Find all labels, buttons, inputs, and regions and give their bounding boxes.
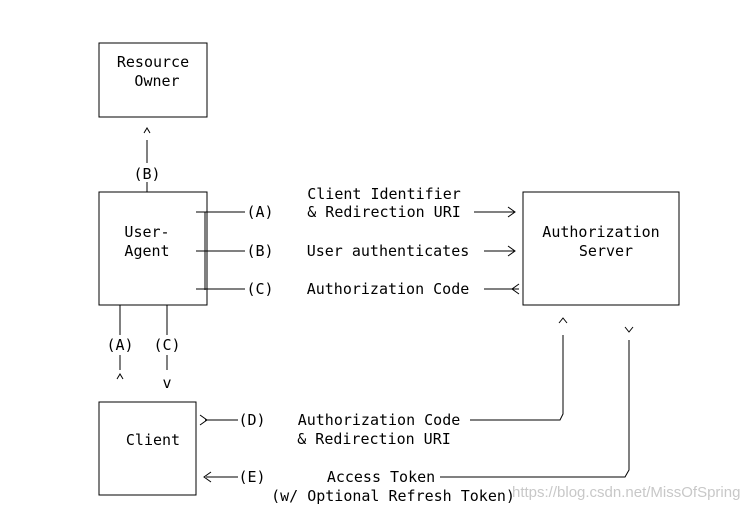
flow-e-text-line2: (w/ Optional Refresh Token) bbox=[271, 487, 515, 505]
flow-b-arrowhead bbox=[507, 245, 516, 257]
flow-a-text-line2: & Redirection URI bbox=[307, 203, 461, 221]
diagram-lines bbox=[98, 42, 680, 496]
flow-e-line-right bbox=[440, 340, 630, 478]
flow-a-label: (A) bbox=[246, 203, 273, 221]
flow-d-text-line2: & Redirection URI bbox=[297, 430, 451, 448]
flow-b-label: (B) bbox=[246, 242, 273, 260]
flow-d-line-right bbox=[470, 335, 564, 421]
resource-owner-label-line1: Resource bbox=[117, 53, 189, 71]
flow-c-text: Authorization Code bbox=[307, 280, 470, 298]
flow-b-text: User authenticates bbox=[307, 242, 470, 260]
resource-owner-label-line2: Owner bbox=[134, 72, 179, 90]
flow-a-text-line1: Client Identifier bbox=[307, 185, 461, 203]
flow-c-vertical-label: (C) bbox=[153, 336, 180, 354]
c-down-arrowhead: v bbox=[162, 374, 171, 392]
flow-e-text-line1: Access Token bbox=[327, 468, 435, 486]
flow-d-up-arrowhead bbox=[558, 317, 568, 324]
b-up-arrowhead bbox=[143, 127, 151, 134]
authorization-server-box bbox=[522, 191, 680, 306]
client-label: Client bbox=[126, 431, 180, 449]
flow-c-arrowhead bbox=[511, 283, 520, 295]
user-agent-box bbox=[98, 191, 208, 306]
user-agent-label-line2: Agent bbox=[124, 242, 169, 260]
flow-e-label: (E) bbox=[238, 468, 265, 486]
flow-b-vertical-label: (B) bbox=[133, 165, 160, 183]
flow-c-label: (C) bbox=[246, 280, 273, 298]
a-up-arrowhead bbox=[116, 373, 124, 380]
resource-owner-box bbox=[98, 42, 208, 118]
flow-d-arrowhead bbox=[199, 414, 208, 426]
user-agent-label-line1: User- bbox=[124, 223, 169, 241]
flow-d-label: (D) bbox=[238, 411, 265, 429]
authorization-server-label-line1: Authorization bbox=[542, 223, 659, 241]
flow-e-down-arrowhead bbox=[624, 326, 634, 333]
watermark-text: https://blog.csdn.net/MissOfSpring bbox=[512, 484, 741, 501]
flow-a-vertical-label: (A) bbox=[106, 336, 133, 354]
flow-d-text-line1: Authorization Code bbox=[298, 411, 461, 429]
flow-a-arrowhead bbox=[507, 206, 516, 218]
authorization-server-label-line2: Server bbox=[579, 242, 633, 260]
flow-e-arrowhead bbox=[203, 471, 212, 483]
